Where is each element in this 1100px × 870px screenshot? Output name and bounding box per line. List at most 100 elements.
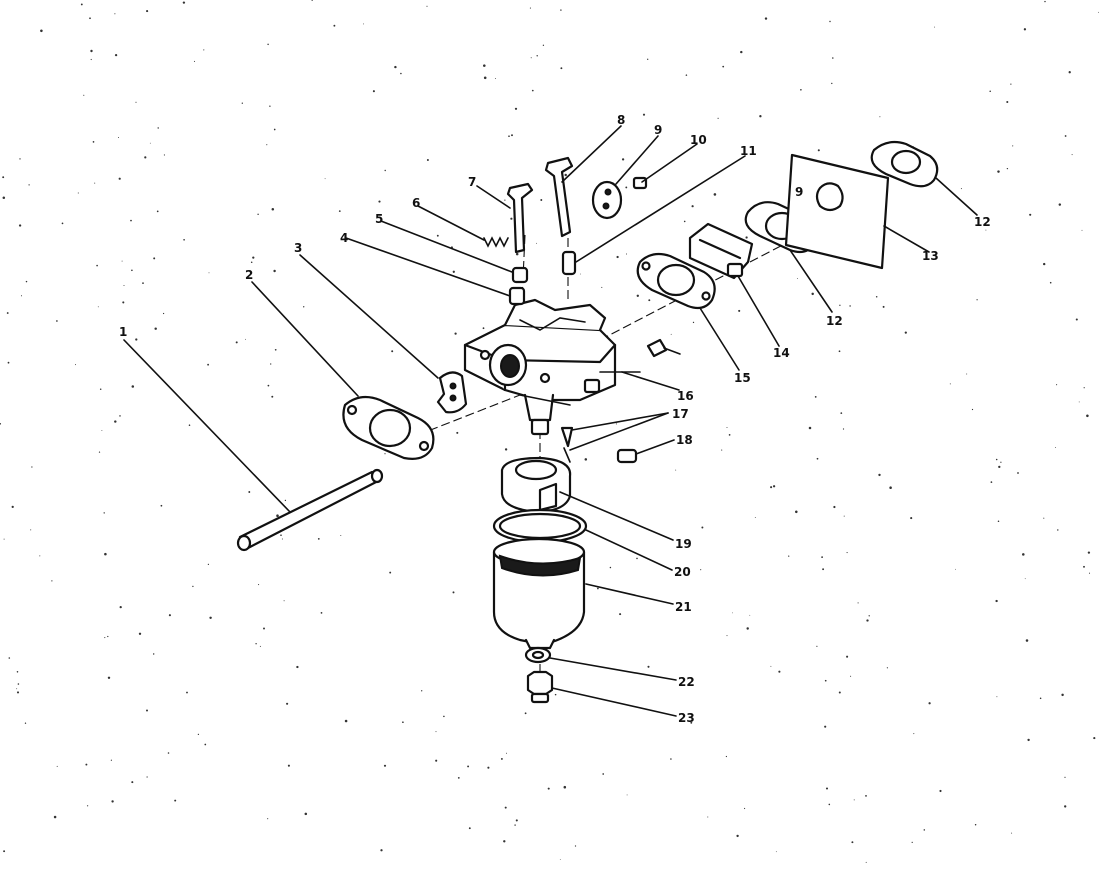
noise-speck [400,72,402,75]
noise-speck [436,234,439,237]
noise-speck [1086,414,1089,418]
noise-speck [135,338,138,341]
noise-speck [252,256,255,259]
noise-speck [615,423,617,425]
noise-speck [514,824,516,826]
noise-speck [721,449,723,451]
noise-speck [274,348,277,351]
noise-speck [182,1,186,4]
noise-speck [744,807,746,810]
noise-speck [92,141,95,143]
noise-speck [1093,737,1096,740]
noise-speck [153,257,156,260]
noise-speck [119,415,121,417]
noise-speck [1064,805,1067,808]
noise-speck [531,89,534,92]
noise-speck [1058,203,1062,206]
noise-speck [597,587,599,590]
noise-speck [995,599,998,603]
noise-speck [530,57,532,59]
noise-speck [770,486,773,489]
noise-speck [204,743,207,746]
noise-speck [426,5,428,7]
noise-speck [25,280,28,283]
noise-speck [144,156,147,159]
part-bowl-gasket [492,508,588,544]
noise-speck [865,861,867,863]
noise-speck [467,765,470,768]
noise-speck [923,829,926,831]
noise-speck [454,332,457,335]
noise-speck [391,350,394,353]
noise-speck [122,301,125,304]
noise-speck [1006,167,1009,170]
noise-speck [816,645,818,647]
noise-speck [515,252,519,256]
noise-speck [560,67,563,70]
noise-speck [701,526,704,529]
noise-speck [960,188,962,190]
part-screw [632,176,648,190]
noise-speck [536,242,538,244]
part-throttle-plate [436,371,468,414]
noise-speck [514,107,518,110]
noise-speck [738,309,741,312]
noise-speck [828,803,831,806]
noise-speck [101,429,103,431]
callout-11: 11 [740,144,757,158]
callout-13: 13 [922,249,939,263]
noise-speck [825,787,829,790]
noise-speck [281,538,283,540]
noise-speck [875,296,878,298]
part-float-bowl [492,537,586,650]
noise-speck [740,50,743,54]
part-flange-gasket [342,395,435,460]
callout-14: 14 [773,346,790,360]
noise-speck [911,841,913,844]
noise-speck [146,10,149,13]
callout-21: 21 [675,600,692,614]
noise-speck [183,238,185,241]
noise-speck [685,74,688,76]
noise-speck [1057,529,1059,531]
callout-22: 22 [678,675,695,689]
noise-speck [974,823,977,826]
noise-speck [770,665,772,667]
noise-speck [209,616,212,620]
part-throttle-lever [506,182,534,254]
part-gasket-upper [870,140,939,188]
noise-speck [772,485,776,488]
noise-speck [886,667,889,669]
callout-23: 23 [678,711,695,725]
noise-speck [97,306,99,308]
noise-speck [1006,100,1009,104]
noise-speck [1024,578,1026,580]
noise-speck [443,715,445,718]
noise-speck [77,192,79,194]
callout-1: 1 [119,325,127,339]
callout-7: 7 [468,175,476,189]
noise-speck [255,643,257,645]
noise-speck [997,170,1000,173]
noise-speck [574,845,577,847]
noise-speck [146,776,148,778]
noise-speck [616,255,619,259]
noise-speck [1012,145,1014,147]
noise-speck [822,568,825,571]
noise-speck [402,721,404,724]
noise-speck [152,653,155,655]
leader-lines [123,125,978,717]
noise-speck [2,196,6,200]
noise-speck [1097,11,1099,13]
noise-speck [1043,262,1046,266]
noise-speck [269,105,271,107]
noise-speck [267,818,269,820]
noise-speck [1022,553,1025,556]
noise-speck [808,426,812,430]
noise-speck [838,350,841,353]
noise-speck [754,517,756,519]
noise-speck [85,763,88,766]
noise-speck [123,285,125,286]
